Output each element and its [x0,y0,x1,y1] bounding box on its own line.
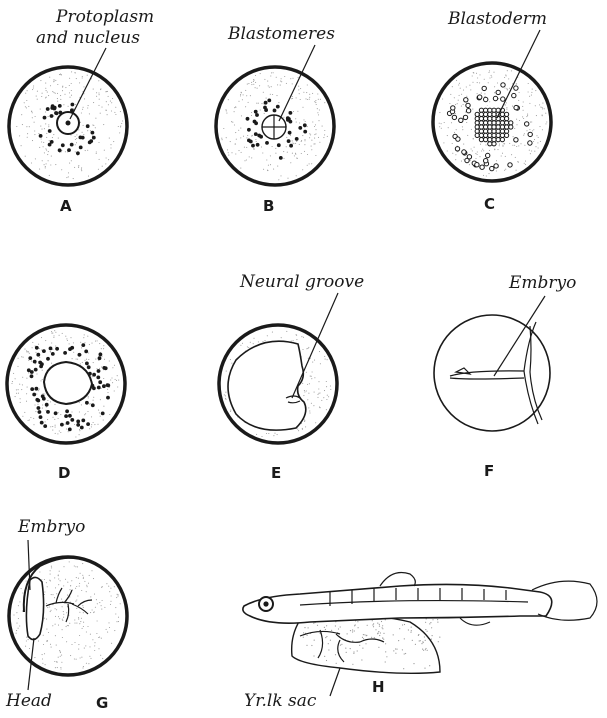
panel-b-label: Blastomeres [227,24,335,44]
panel-d: D [7,325,125,482]
panel-c: Blastoderm C [433,9,551,213]
panel-g-label-embryo: Embryo [17,517,85,537]
panel-h-anal-fin [460,618,490,625]
panel-a: Protoplasm and nucleus A [9,7,154,215]
panel-f-letter: F [484,462,494,480]
panel-h-vitelline-vessels [300,630,384,662]
panel-e: Neural groove E [219,272,364,482]
panel-a-letter: A [60,197,72,215]
panel-h-yolk-sac [292,615,440,673]
panel-a-label-line2: and nucleus [36,28,140,48]
panel-d-blastopore [44,362,92,404]
panel-h-dorsal-fin [380,573,415,587]
panel-b: Blastomeres B [216,24,335,215]
panel-c-letter: C [484,195,495,213]
panel-g: Embryo Head G [5,517,127,712]
panel-h: Yr.lk sac H [243,573,597,712]
panel-e-letter: E [271,464,281,482]
panel-g-letter: G [96,694,108,712]
panel-f: Embryo F [434,273,576,480]
panel-a-label-line1: Protoplasm [55,7,154,27]
panel-a-nucleus [66,121,71,126]
panel-e-label: Neural groove [239,272,364,292]
panel-h-pupil [263,601,268,606]
panel-g-embryo-head [26,577,43,639]
panel-d-letter: D [58,464,70,482]
panel-c-label: Blastoderm [447,9,547,29]
panel-h-label: Yr.lk sac [244,691,317,711]
panel-g-label-head: Head [5,691,52,711]
panel-h-leader-line [330,668,340,696]
panel-f-label: Embryo [508,273,576,293]
panel-h-letter: H [372,678,385,696]
yolk-sac-stipple [303,616,441,670]
panel-b-letter: B [263,197,274,215]
